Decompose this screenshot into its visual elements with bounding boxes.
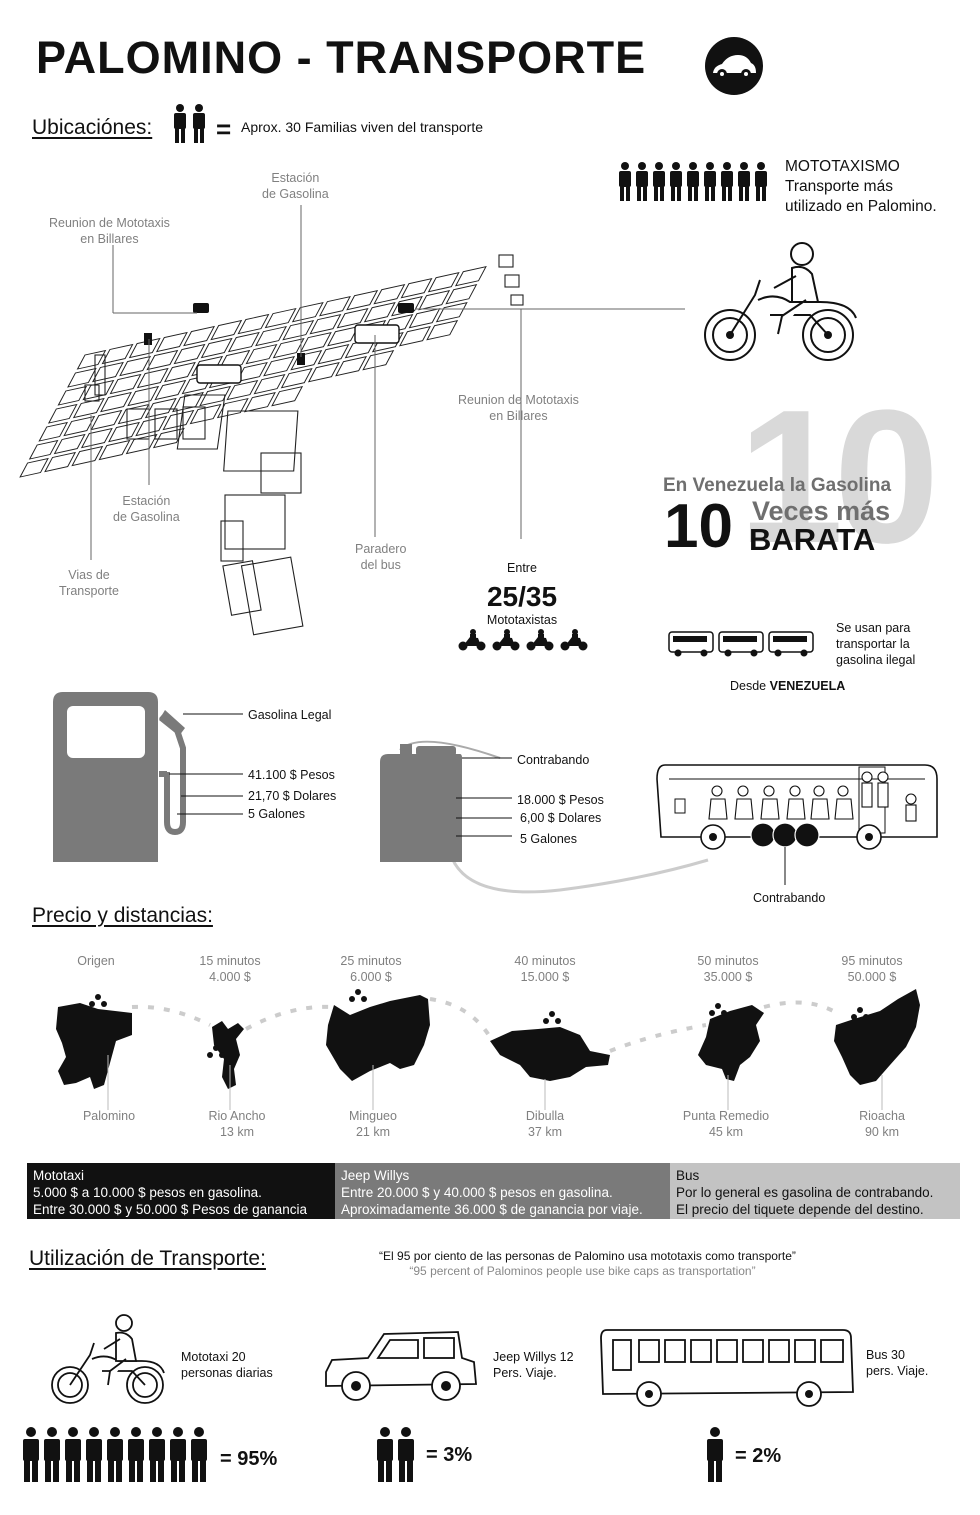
car-icon (705, 37, 763, 95)
motorcycle-rider-icon (704, 242, 857, 361)
mototaxistas-range: 25/35 (486, 581, 558, 612)
contrabando-label: Contrabando (517, 753, 590, 767)
people-row-icon (619, 162, 767, 201)
mini-motorcycles-icon (458, 629, 588, 651)
stop-name: Palomino (82, 1109, 136, 1123)
contrabando-galones: 5 Galones (520, 832, 577, 846)
mototaxistas-label: Mototaxistas (486, 613, 558, 627)
motorcycle-rider-icon (51, 1314, 165, 1404)
legal-pesos: 41.100 $ Pesos (248, 768, 335, 782)
legal-label: Gasolina Legal (248, 708, 332, 722)
people-2-icon (707, 1427, 723, 1482)
banner-bg-number: 10 (738, 371, 939, 583)
banner-number: 10 (664, 492, 733, 561)
mototaxismo-text: MOTOTAXISMO Transporte más utilizado en … (785, 158, 937, 215)
contrabando-dolares: 6,00 $ Dolares (520, 811, 602, 825)
families-legend: Aprox. 30 Familias viven del transporte (241, 119, 483, 135)
section-title-ubicaciones: Ubicaciónes: (32, 116, 153, 139)
banner-line1: En Venezuela la Gasolina (663, 475, 892, 496)
jerrycan-icon (380, 740, 709, 894)
legal-galones: 5 Galones (248, 807, 305, 821)
banner-line2: Veces más (752, 496, 891, 526)
contrabando-bus-label: Contrabando (753, 891, 826, 905)
page-title: PALOMINO - TRANSPORTE (36, 32, 647, 83)
moto-percentage: = 95% (220, 1448, 278, 1470)
bus-cutaway-icon (656, 764, 938, 885)
equals-sign: = (216, 114, 232, 144)
route-map (56, 989, 920, 1110)
buses-icon (668, 631, 814, 658)
jeep-percentage: = 3% (426, 1444, 473, 1466)
bus-icon (600, 1329, 854, 1407)
city-map (19, 205, 685, 636)
section-title-utilizacion: Utilización de Transporte: (29, 1247, 266, 1270)
section-title-precio: Precio y distancias: (32, 904, 213, 927)
gas-pump-icon (53, 692, 243, 862)
two-people-icon (174, 104, 205, 143)
people-95-icon (23, 1427, 207, 1482)
legal-dolares: 21,70 $ Dolares (248, 789, 337, 803)
bus-percentage: = 2% (735, 1445, 782, 1467)
people-3-icon (377, 1427, 414, 1482)
jeep-icon (325, 1331, 477, 1401)
desde-venezuela: Desde VENEZUELA (730, 679, 846, 693)
stop-time: Origen (77, 954, 115, 968)
contrabando-pesos: 18.000 $ Pesos (517, 793, 604, 807)
quote-es: “El 95 por ciento de las personas de Pal… (379, 1249, 796, 1263)
quote-en: “95 percent of Palominos people use bike… (409, 1264, 756, 1278)
banner-line3: BARATA (749, 522, 876, 557)
mototaxistas-pre: Entre (507, 561, 537, 575)
